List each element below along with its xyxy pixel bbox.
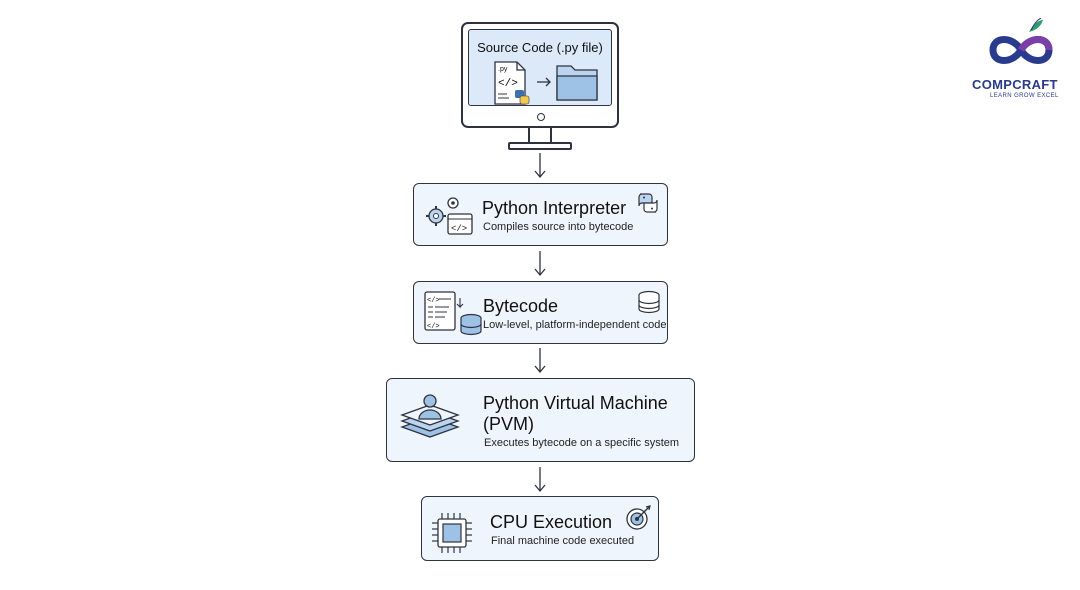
svg-text:</>: </> (451, 224, 467, 234)
pvm-subtitle: Executes bytecode on a specific system (484, 437, 680, 449)
logo-tagline: LEARN GROW EXCEL (990, 93, 1059, 99)
virtual-machine-icon (400, 394, 460, 438)
gear-code-icon: </> (426, 197, 473, 235)
flow-arrow-3 (534, 348, 546, 374)
monitor-screen: Source Code (.py file) .py </> (468, 29, 612, 106)
code-database-icon: </> </> (424, 291, 482, 336)
pvm-title-line2: (PVM) (483, 414, 534, 434)
logo-name: COMPCRAFT (972, 77, 1058, 92)
source-file-icon: .py </> (494, 61, 598, 105)
source-code-title: Source Code (.py file) (477, 40, 603, 55)
flow-arrow-2 (534, 251, 546, 277)
flow-arrow-4 (534, 467, 546, 493)
cpu-box: CPU Execution Final machine code execute… (421, 496, 659, 561)
target-icon (626, 505, 651, 530)
source-code-monitor: Source Code (.py file) .py </> (461, 22, 619, 128)
interpreter-box: </> Python Interpreter Compiles source i… (413, 183, 668, 246)
python-logo-icon (638, 193, 658, 213)
cpu-subtitle: Final machine code executed (491, 535, 635, 547)
svg-text:</>: </> (498, 78, 518, 90)
cpu-title: CPU Execution (490, 512, 613, 532)
svg-text:</>: </> (427, 297, 440, 305)
interpreter-title: Python Interpreter (482, 198, 627, 218)
bytecode-title: Bytecode (483, 296, 559, 316)
database-icon (638, 290, 660, 314)
file-ext-label: .py (498, 66, 508, 73)
cpu-chip-icon (432, 513, 472, 553)
flow-arrow-1 (534, 153, 546, 179)
pvm-box: Python Virtual Machine (PVM) Executes by… (386, 378, 695, 462)
monitor-base (508, 142, 572, 150)
compcraft-logo-icon (989, 18, 1053, 64)
monitor-power-dot (537, 113, 545, 121)
monitor-stand (528, 128, 552, 143)
bytecode-box: </> </> Bytecode Low-level, platform-ind… (413, 281, 668, 344)
svg-text:</>: </> (427, 323, 440, 331)
interpreter-subtitle: Compiles source into bytecode (483, 221, 634, 233)
pvm-title-line1: Python Virtual Machine (483, 393, 668, 413)
bytecode-subtitle: Low-level, platform-independent code (483, 319, 667, 331)
